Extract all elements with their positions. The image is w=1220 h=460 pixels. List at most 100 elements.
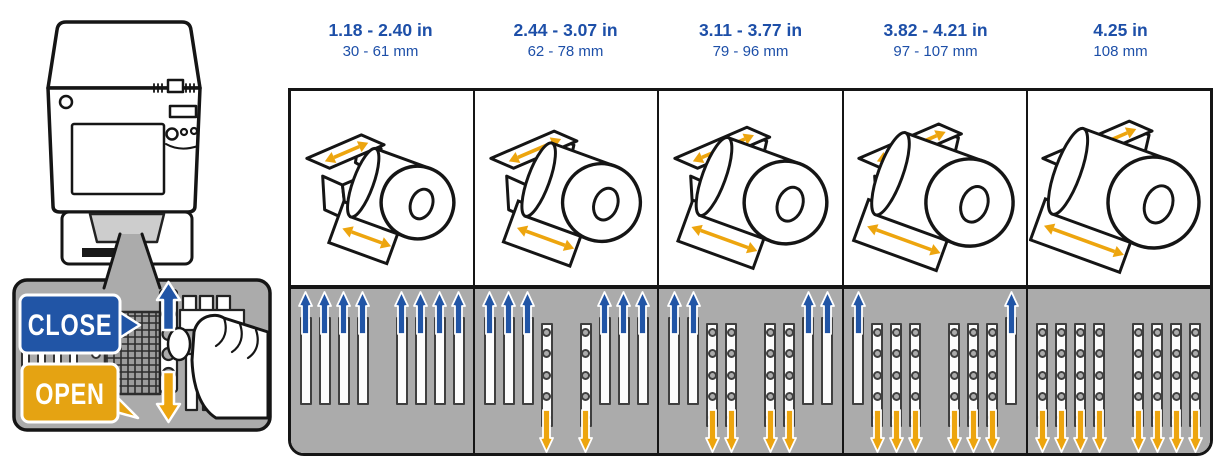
guide-hole — [1171, 328, 1181, 337]
guide-hole — [949, 349, 959, 359]
guide-hole — [1171, 370, 1181, 380]
guide-hole — [765, 391, 775, 401]
close-direction-arrow-icon — [298, 291, 313, 335]
guide-strip-open — [578, 297, 594, 453]
guide-position-cell — [659, 289, 842, 453]
guide-strip-closed — [451, 291, 466, 447]
guide-hole — [1056, 370, 1066, 380]
paper-guide-rail — [540, 323, 553, 427]
media-illustration-cell — [659, 91, 842, 289]
guide-hole — [987, 328, 997, 337]
guide-hole — [1056, 349, 1066, 359]
open-direction-arrow-icon — [984, 409, 1000, 453]
open-direction-arrow-icon — [965, 409, 981, 453]
guide-strip-open — [984, 297, 1000, 453]
width-column — [843, 91, 1028, 453]
open-direction-arrow-icon — [1131, 409, 1146, 453]
close-up-arrow-icon — [155, 280, 182, 332]
open-label: OPEN — [35, 377, 104, 410]
width-inches-label: 1.18 - 2.40 in — [328, 20, 433, 40]
guide-strip-open — [539, 297, 555, 453]
width-inches-label: 3.82 - 4.21 in — [883, 20, 988, 40]
close-direction-arrow-icon — [432, 291, 447, 335]
guide-strip-open — [965, 297, 981, 453]
media-roll-illustration — [1029, 119, 1202, 275]
guide-strip-open — [1150, 297, 1165, 453]
guide-group — [298, 291, 370, 453]
guide-strip-closed — [355, 291, 370, 447]
guide-hole — [581, 349, 591, 359]
vent-ticks — [153, 83, 195, 93]
guide-position-cell — [291, 289, 474, 453]
cover-button — [58, 94, 74, 110]
guide-hole — [1152, 391, 1162, 401]
guide-strip-closed — [597, 291, 613, 447]
media-roll-illustration — [851, 122, 1016, 273]
guide-strip-open — [762, 297, 778, 453]
guide-hole — [949, 328, 959, 337]
paper-slot — [82, 248, 130, 257]
guide-hole — [542, 370, 552, 380]
width-column — [475, 91, 660, 453]
guide-strip-closed — [666, 291, 682, 447]
guide-hole — [910, 328, 920, 337]
paper-exit-window — [70, 122, 166, 196]
guide-group — [946, 291, 1019, 453]
guide-strip-closed — [336, 291, 351, 447]
guide-hole — [784, 328, 794, 337]
media-illustration-cell — [1027, 91, 1210, 289]
column-header: 1.18 - 2.40 in 30 - 61 mm — [288, 19, 473, 61]
guide-hole — [987, 349, 997, 359]
open-direction-arrow-icon — [723, 409, 739, 453]
guide-hole — [968, 391, 978, 401]
width-mm-label: 97 - 107 mm — [893, 42, 978, 60]
close-direction-arrow-icon — [850, 291, 866, 335]
open-direction-arrow-icon — [869, 409, 885, 453]
guide-hole — [968, 349, 978, 359]
close-direction-arrow-icon — [685, 291, 701, 335]
power-button — [165, 127, 179, 141]
guide-hole — [765, 370, 775, 380]
guide-hole — [707, 349, 717, 359]
open-down-arrow-icon — [155, 370, 182, 424]
guide-hole — [891, 328, 901, 337]
guide-group — [394, 291, 466, 453]
guide-hole — [1056, 391, 1066, 401]
close-direction-arrow-icon — [635, 291, 651, 335]
guide-strip-closed — [520, 291, 536, 447]
guide-hole — [1152, 328, 1162, 337]
guide-hole — [707, 328, 717, 337]
paper-guide-rail — [1151, 323, 1164, 427]
guide-hole — [726, 370, 736, 380]
close-direction-arrow-icon — [666, 291, 682, 335]
open-direction-arrow-icon — [1054, 409, 1069, 453]
media-roll-illustration — [489, 129, 642, 268]
width-mm-label: 30 - 61 mm — [342, 42, 419, 60]
guide-hole — [1171, 349, 1181, 359]
media-illustration-cell — [291, 91, 474, 289]
guide-hole — [784, 349, 794, 359]
guide-hole — [949, 370, 959, 380]
width-column — [1027, 91, 1210, 453]
guide-strip-closed — [616, 291, 632, 447]
guide-strip-open — [1054, 297, 1069, 453]
open-direction-arrow-icon — [907, 409, 923, 453]
open-direction-arrow-icon — [704, 409, 720, 453]
media-roll-illustration — [304, 133, 456, 266]
close-label: CLOSE — [28, 308, 112, 341]
width-inches-label: 4.25 in — [1093, 20, 1148, 40]
guide-strip-open — [781, 297, 797, 453]
paper-guide-rail — [871, 323, 884, 427]
guide-hole — [581, 328, 591, 337]
guide-hole — [1094, 370, 1104, 380]
guide-hole — [968, 370, 978, 380]
guide-hole — [1094, 328, 1104, 337]
guide-hole — [872, 391, 882, 401]
guide-hole — [542, 391, 552, 401]
hand-illustration — [166, 313, 270, 420]
guide-strip-closed — [298, 291, 313, 447]
guide-strip-open — [1131, 297, 1146, 453]
guide-strip-closed — [1003, 291, 1019, 447]
